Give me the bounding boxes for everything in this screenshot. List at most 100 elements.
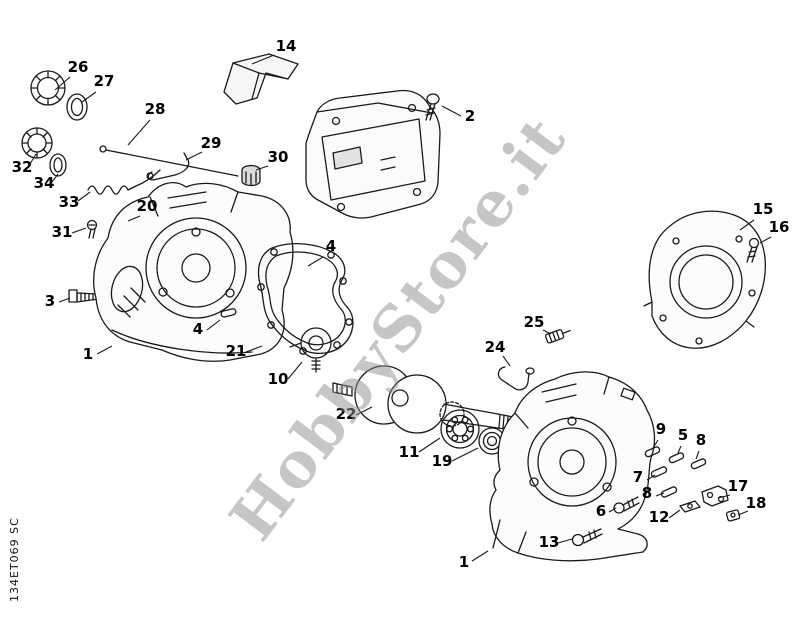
leader-line	[646, 474, 656, 481]
leader-line	[355, 406, 373, 416]
pin-8b-drawing	[660, 486, 678, 498]
part-label: 1	[459, 553, 469, 571]
part-label: 16	[769, 218, 790, 236]
part-label: 4	[326, 237, 336, 255]
leader-line	[717, 494, 731, 499]
leader-line	[71, 227, 87, 234]
grommet-30-drawing	[241, 164, 261, 187]
leader-line	[185, 151, 203, 161]
leader-line	[418, 437, 441, 453]
gasket-4-drawing	[257, 242, 354, 355]
leader-line	[652, 439, 659, 449]
part-label: 26	[68, 58, 89, 76]
part-label: 6	[596, 502, 606, 520]
screw-31-drawing	[86, 219, 98, 239]
elbow-24-drawing	[497, 366, 535, 391]
oil-pump-10-drawing	[289, 327, 332, 373]
leader-line	[441, 105, 462, 117]
leader-line	[206, 319, 221, 331]
leader-line	[127, 215, 141, 222]
cover-plate-14-drawing	[223, 53, 299, 105]
leader-line	[668, 509, 681, 519]
screw-3-drawing	[68, 289, 99, 303]
leader-line	[608, 507, 617, 513]
leader-line	[245, 345, 263, 353]
bearing-11-drawing	[440, 409, 480, 449]
part-label: 30	[268, 148, 289, 166]
part-label: 32	[12, 158, 33, 176]
screw-16-drawing	[746, 237, 760, 263]
part-label: 27	[94, 72, 115, 90]
part-label: 15	[753, 200, 774, 218]
leader-line	[557, 538, 573, 544]
part-label: 3	[45, 292, 55, 310]
leader-line	[655, 492, 665, 497]
leader-line	[251, 54, 275, 65]
plate-17-drawing	[701, 485, 729, 507]
part-label: 18	[746, 494, 767, 512]
part-label: 24	[485, 338, 506, 356]
part-label: 8	[642, 484, 652, 502]
leader-line	[677, 445, 682, 454]
screw-6-drawing	[613, 496, 640, 514]
part-label: 25	[524, 313, 545, 331]
leader-line	[287, 361, 303, 380]
leader-line	[502, 355, 511, 367]
leader-line	[255, 165, 269, 171]
part-label: 12	[649, 508, 670, 526]
part-label: 34	[34, 174, 55, 192]
part-label: 4	[193, 320, 203, 338]
wire-28-drawing	[99, 145, 239, 177]
leader-line	[471, 550, 489, 562]
oil-cap-26-drawing	[30, 70, 66, 106]
part-label: 31	[52, 223, 73, 241]
pin-7-drawing	[650, 466, 668, 478]
part-label: 20	[137, 197, 158, 215]
diagram-code: 134ET069 SC	[8, 517, 21, 602]
part-label: 14	[276, 37, 297, 55]
leader-line	[58, 297, 71, 303]
part-label: 29	[201, 134, 222, 152]
part-label: 19	[432, 452, 453, 470]
crankshaft-22-drawing	[332, 365, 514, 434]
part-label: 5	[678, 426, 688, 444]
part-label: 1	[83, 345, 93, 363]
leader-line	[77, 191, 91, 202]
leader-line	[451, 447, 479, 462]
crankcase-right-drawing	[489, 371, 656, 562]
part-label: 21	[226, 342, 247, 360]
leader-line	[127, 119, 151, 146]
part-label: 22	[336, 405, 357, 423]
leader-line	[759, 236, 772, 244]
leader-line	[51, 173, 59, 183]
dowel-pin-drawing	[220, 308, 237, 318]
leader-line	[739, 219, 755, 231]
cover-15-drawing	[643, 210, 766, 349]
part-label: 11	[399, 443, 420, 461]
leader-line	[542, 329, 552, 335]
clip-12-drawing	[679, 500, 701, 513]
part-label: 17	[728, 477, 749, 495]
leader-line	[29, 153, 37, 165]
leader-line	[695, 450, 700, 460]
leader-line	[96, 345, 113, 355]
oring-27-drawing	[66, 93, 88, 121]
oil-cap-32-drawing	[21, 127, 53, 159]
leader-line	[81, 91, 97, 103]
part-label: 28	[145, 100, 166, 118]
part-label: 2	[465, 107, 475, 125]
part-18-drawing	[725, 509, 741, 522]
part-label: 33	[59, 193, 80, 211]
wire-29-drawing	[146, 152, 190, 181]
spring-33-drawing	[87, 169, 161, 195]
pin-9-drawing	[644, 446, 661, 458]
leader-line	[737, 510, 749, 516]
oring-34-drawing	[49, 153, 67, 177]
screw-13-drawing	[571, 528, 603, 547]
screw-2-drawing	[425, 93, 440, 121]
valve-25-drawing	[545, 329, 571, 344]
pin-8a-drawing	[690, 458, 707, 470]
